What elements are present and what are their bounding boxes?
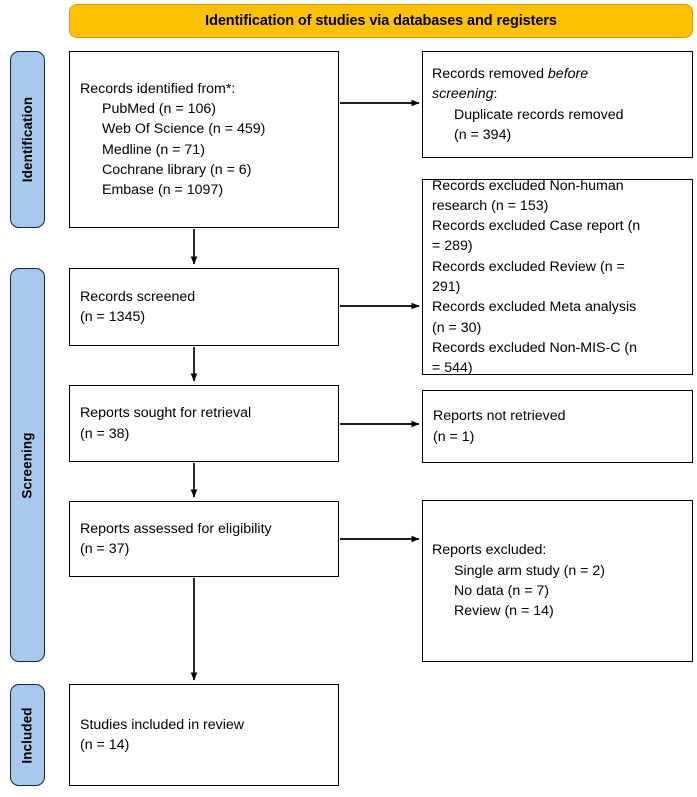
records-excluded-non-misc-2: = 544) xyxy=(432,360,473,377)
records-excluded-review-2: 291) xyxy=(432,279,461,295)
records-identified-source-web-of-science: Web Of Science (n = 459) xyxy=(102,121,266,138)
records-excluded-nonhuman-1: Records excluded Non-human xyxy=(432,177,624,194)
records-identified-heading: Records identified from*: xyxy=(80,80,236,97)
header-banner-title: Identification of studies via databases … xyxy=(205,13,557,29)
records-excluded-nonhuman-2: research (n = 153) xyxy=(432,197,549,214)
reports-sought-label: Reports sought for retrieval xyxy=(80,405,252,422)
reports-not-retrieved-count: (n = 1) xyxy=(433,428,475,445)
records-removed-heading-colon: : xyxy=(493,86,498,103)
records-excluded-meta-analysis-2: (n = 30) xyxy=(432,319,482,336)
reports-not-retrieved-label: Reports not retrieved xyxy=(433,408,566,425)
reports-excluded-review: Review (n = 14) xyxy=(454,603,554,620)
box-records-removed: Records removed before screening: Duplic… xyxy=(422,51,693,158)
box-records-identified: Records identified from*: PubMed (n = 10… xyxy=(69,51,339,228)
box-reports-sought: Reports sought for retrieval (n = 38) xyxy=(69,385,339,462)
stage-label-identification-text: Identification xyxy=(20,96,35,183)
records-identified-source-cochrane: Cochrane library (n = 6) xyxy=(102,161,252,178)
reports-excluded-heading: Reports excluded: xyxy=(432,542,547,559)
records-excluded-case-report-1: Records excluded Case report (n xyxy=(432,218,641,235)
stage-label-screening-text: Screening xyxy=(20,431,35,499)
reports-assessed-count: (n = 37) xyxy=(80,541,130,557)
box-reports-excluded: Reports excluded: Single arm study (n = … xyxy=(422,500,693,662)
records-removed-heading-line2: screening: xyxy=(432,84,683,104)
records-identified-source-pubmed: PubMed (n = 106) xyxy=(102,100,216,117)
box-reports-assessed: Reports assessed for eligibility (n = 37… xyxy=(69,501,339,577)
records-removed-duplicates-count: (n = 394) xyxy=(454,126,512,143)
stage-label-included: Included xyxy=(10,684,45,786)
box-records-screened: Records screened (n = 1345) xyxy=(69,268,339,346)
records-excluded-review-1: Records excluded Review (n = xyxy=(432,258,625,275)
records-excluded-meta-analysis-1: Records excluded Meta analysis xyxy=(432,299,637,316)
reports-excluded-single-arm: Single arm study (n = 2) xyxy=(454,562,606,579)
records-removed-heading-emphasis-screening: screening xyxy=(432,86,494,103)
records-excluded-case-report-2: = 289) xyxy=(432,238,473,255)
records-excluded-non-misc-1: Records excluded Non-MIS-C (n xyxy=(432,339,638,356)
studies-included-count: (n = 14) xyxy=(80,737,130,753)
reports-sought-count: (n = 38) xyxy=(80,425,130,442)
header-banner: Identification of studies via databases … xyxy=(69,4,693,38)
reports-assessed-label: Reports assessed for eligibility xyxy=(80,520,272,537)
stage-label-screening: Screening xyxy=(10,268,45,662)
records-identified-source-embase: Embase (n = 1097) xyxy=(102,182,224,199)
box-reports-not-retrieved: Reports not retrieved (n = 1) xyxy=(422,390,693,463)
records-identified-source-medline: Medline (n = 71) xyxy=(102,141,205,158)
records-removed-heading-line1: Records removed before xyxy=(432,64,683,84)
records-removed-heading-prefix: Records removed xyxy=(432,65,548,82)
stage-label-identification: Identification xyxy=(10,51,45,228)
studies-included-label: Studies included in review xyxy=(80,716,245,733)
box-records-excluded: Records excluded Non-human research (n =… xyxy=(422,177,693,377)
records-screened-count: (n = 1345) xyxy=(80,309,146,325)
reports-excluded-no-data: No data (n = 7) xyxy=(454,583,550,599)
box-studies-included: Studies included in review (n = 14) xyxy=(69,684,339,786)
records-removed-duplicates: Duplicate records removed xyxy=(454,106,624,123)
stage-label-included-text: Included xyxy=(20,706,35,764)
records-removed-heading-emphasis-before: before xyxy=(547,65,589,82)
records-screened-label: Records screened xyxy=(80,288,196,305)
